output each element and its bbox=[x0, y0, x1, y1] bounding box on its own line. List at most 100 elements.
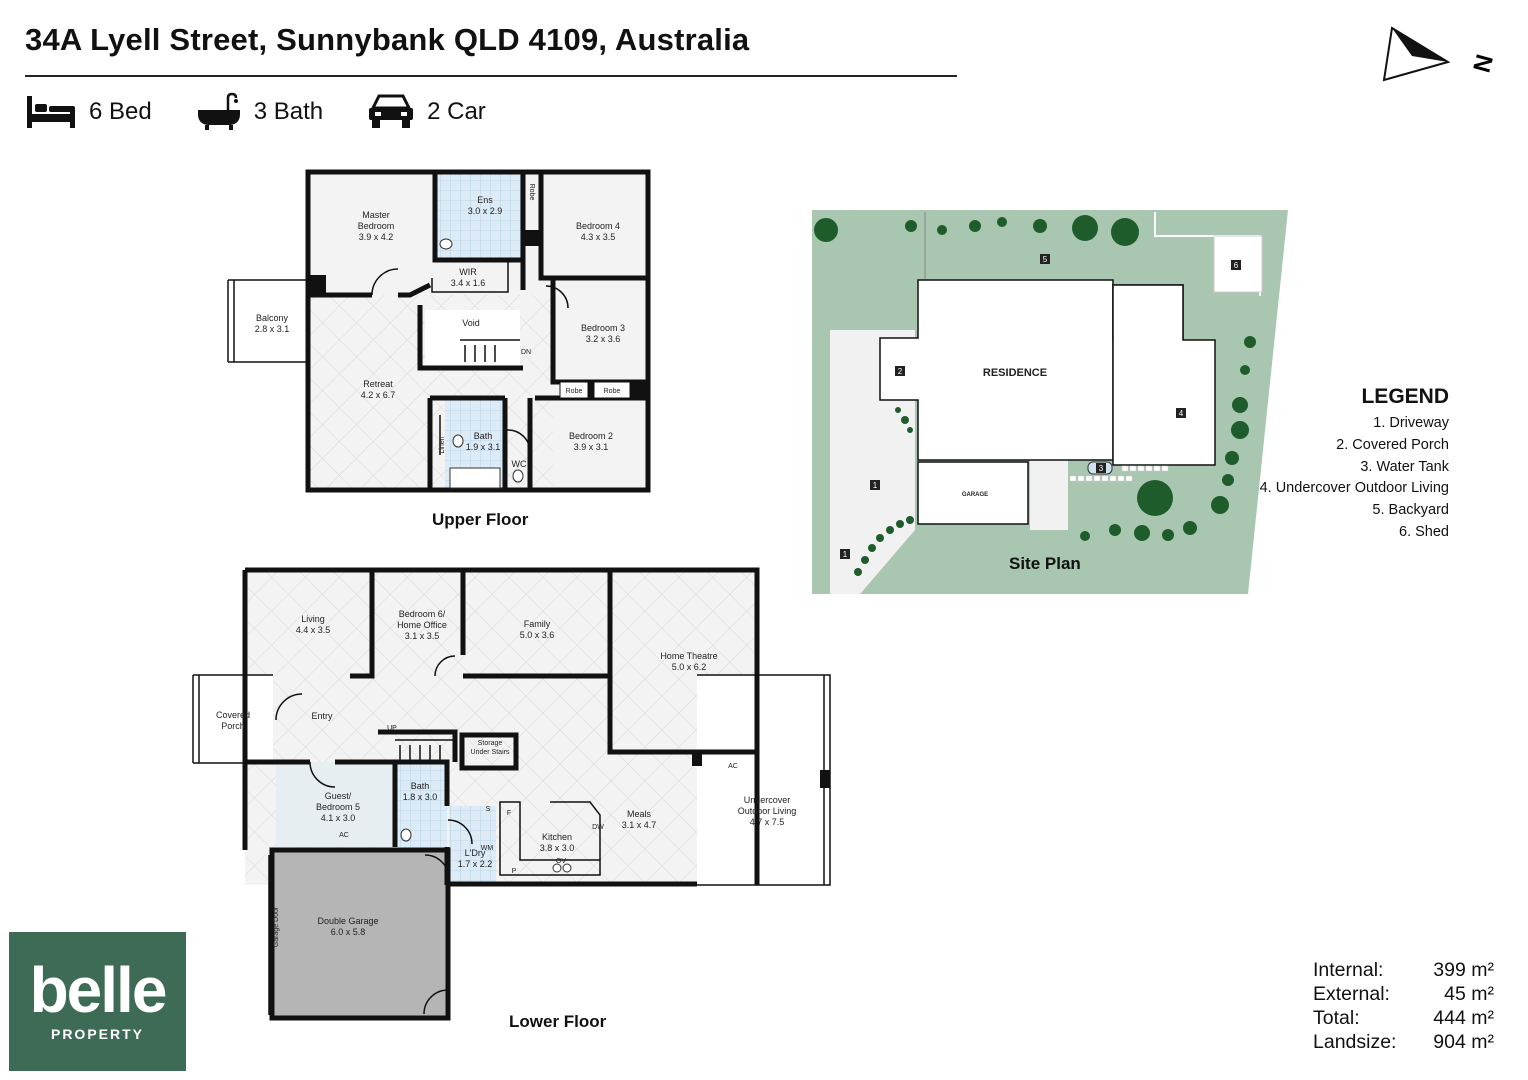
lower-living-label: Living bbox=[301, 614, 325, 624]
upper-bath-label: Bath bbox=[474, 431, 493, 441]
upper-wc-label: WC bbox=[512, 459, 527, 469]
feature-bath: 3 Bath bbox=[196, 92, 323, 132]
lower-guest-label-2: Bedroom 5 bbox=[316, 802, 360, 812]
area-row-external: External:45 m² bbox=[1313, 983, 1494, 1005]
lower-floor-label: Lower Floor bbox=[509, 1012, 607, 1031]
upper-ens-label: Ens bbox=[477, 195, 493, 205]
lower-bath-size: 1.8 x 3.0 bbox=[403, 792, 438, 802]
lower-bath-label: Bath bbox=[411, 781, 430, 791]
upper-bedroom2-size: 3.9 x 3.1 bbox=[574, 442, 609, 452]
site-garage-label: GARAGE bbox=[962, 492, 988, 498]
upper-bedroom4-label: Bedroom 4 bbox=[576, 221, 620, 231]
lower-up-label: UP bbox=[387, 725, 397, 732]
site-plan: RESIDENCE GARAGE 1 1 2 3 4 5 6 bbox=[812, 210, 1288, 594]
area-row-internal: Internal:399 m² bbox=[1313, 959, 1494, 981]
lower-porch-label-2: Porch bbox=[221, 721, 245, 731]
bed-icon bbox=[27, 96, 75, 128]
lower-ldry-label: L'Dry bbox=[465, 848, 486, 858]
legend-item: 3. Water Tank bbox=[1360, 458, 1449, 475]
upper-robe-b: Robe bbox=[604, 388, 621, 395]
property-address: 34A Lyell Street, Sunnybank QLD 4109, Au… bbox=[25, 22, 750, 57]
lower-ac-label-2: AC bbox=[728, 763, 738, 770]
belle-property-logo: belle PROPERTY bbox=[9, 932, 186, 1071]
upper-wir-label: WIR bbox=[459, 267, 477, 277]
feature-car: 2 Car bbox=[367, 94, 486, 130]
upper-master-size: 3.9 x 4.2 bbox=[359, 232, 394, 242]
legend: LEGEND 1. Driveway 2. Covered Porch 3. W… bbox=[1200, 385, 1449, 544]
lower-storage-label-2: Under Stairs bbox=[471, 749, 510, 756]
site-markers: 1 1 2 3 4 5 6 bbox=[840, 254, 1241, 559]
legend-item: 2. Covered Porch bbox=[1336, 436, 1449, 453]
compass-north-arrow-icon: N bbox=[1382, 26, 1499, 82]
upper-balcony-label: Balcony bbox=[256, 313, 289, 323]
lower-kitchen-label: Kitchen bbox=[542, 832, 572, 842]
lower-ac-label-1: AC bbox=[339, 832, 349, 839]
car-icon bbox=[369, 94, 414, 128]
lower-outdoor-label-2: Outdoor Living bbox=[738, 806, 797, 816]
area-row-landsize: Landsize:904 m² bbox=[1313, 1031, 1494, 1053]
feature-bath-label: 3 Bath bbox=[253, 98, 324, 125]
upper-retreat-size: 4.2 x 6.7 bbox=[361, 390, 396, 400]
lower-storage-label: Storage bbox=[478, 740, 503, 747]
lower-theatre-size: 5.0 x 6.2 bbox=[672, 662, 707, 672]
legend-item: 4. Undercover Outdoor Living bbox=[1259, 480, 1449, 497]
upper-linen-label: Linen bbox=[439, 436, 446, 453]
lower-garage-label: Double Garage bbox=[317, 916, 378, 926]
compass-label: N bbox=[1468, 52, 1499, 76]
upper-floor-plan: Master Bedroom 3.9 x 4.2 Ens 3.0 x 2.9 R… bbox=[227, 169, 651, 493]
area-summary: Internal:399 m² External:45 m² Total:444… bbox=[1313, 958, 1494, 1054]
lower-s-label: S bbox=[486, 806, 491, 813]
upper-retreat-label: Retreat bbox=[363, 379, 393, 389]
legend-title: LEGEND bbox=[1361, 385, 1449, 408]
lower-family-label: Family bbox=[524, 619, 551, 629]
lower-garage-door-label: Garage Door bbox=[273, 906, 280, 947]
site-marker-driveway: 1 bbox=[873, 481, 878, 490]
upper-void-label: Void bbox=[462, 318, 480, 328]
site-marker-backyard: 5 bbox=[1043, 255, 1048, 264]
lower-floor-plan: Living 4.4 x 3.5 Bedroom 6/ Home Office … bbox=[192, 567, 831, 1021]
site-marker-outdoor: 4 bbox=[1179, 409, 1184, 418]
legend-item: 5. Backyard bbox=[1372, 502, 1449, 519]
lower-meals-size: 3.1 x 4.7 bbox=[622, 820, 657, 830]
lower-entry-label: Entry bbox=[311, 711, 333, 721]
site-marker-shed: 6 bbox=[1234, 261, 1239, 270]
upper-master-label-2: Bedroom bbox=[358, 221, 395, 231]
logo-sub: PROPERTY bbox=[50, 1026, 144, 1042]
lower-guest-label: Guest/ bbox=[325, 791, 352, 801]
upper-bedroom3-size: 3.2 x 3.6 bbox=[586, 334, 621, 344]
legend-item: 6. Shed bbox=[1399, 523, 1449, 540]
lower-bed6-label-2: Home Office bbox=[397, 620, 447, 630]
lower-guest-size: 4.1 x 3.0 bbox=[321, 813, 356, 823]
lower-living-size: 4.4 x 3.5 bbox=[296, 625, 331, 635]
lower-garage-size: 6.0 x 5.8 bbox=[331, 927, 366, 937]
lower-wm-label: WM bbox=[481, 845, 494, 852]
lower-dw-label: DW bbox=[592, 824, 604, 831]
feature-bed-label: 6 Bed bbox=[89, 98, 152, 125]
lower-ov-label: OV bbox=[556, 858, 566, 865]
upper-bath-size: 1.9 x 3.1 bbox=[466, 442, 501, 452]
lower-theatre-label: Home Theatre bbox=[660, 651, 717, 661]
lower-p-label: P bbox=[512, 868, 517, 875]
tree-icon bbox=[814, 215, 1256, 576]
bath-icon bbox=[197, 92, 240, 130]
upper-ens-size: 3.0 x 2.9 bbox=[468, 206, 503, 216]
site-plan-label: Site Plan bbox=[1009, 554, 1081, 573]
lower-outdoor-label: Undercover bbox=[744, 795, 791, 805]
upper-dn-label: DN bbox=[521, 349, 531, 356]
lower-kitchen-size: 3.8 x 3.0 bbox=[540, 843, 575, 853]
feature-car-label: 2 Car bbox=[427, 98, 486, 125]
lower-bed6-label: Bedroom 6/ bbox=[399, 609, 446, 619]
upper-bedroom2-label: Bedroom 2 bbox=[569, 431, 613, 441]
upper-robe-top: Robe bbox=[528, 184, 535, 201]
lower-porch-label: Covered bbox=[216, 710, 250, 720]
lower-family-size: 5.0 x 3.6 bbox=[520, 630, 555, 640]
lower-f-label: F bbox=[507, 810, 511, 817]
upper-wir-size: 3.4 x 1.6 bbox=[451, 278, 486, 288]
upper-floor-label: Upper Floor bbox=[432, 510, 529, 529]
site-marker-driveway-2: 1 bbox=[843, 550, 848, 559]
site-marker-tank: 3 bbox=[1099, 464, 1104, 473]
lower-meals-label: Meals bbox=[627, 809, 652, 819]
feature-bed: 6 Bed bbox=[25, 94, 152, 130]
area-row-total: Total:444 m² bbox=[1313, 1007, 1494, 1029]
